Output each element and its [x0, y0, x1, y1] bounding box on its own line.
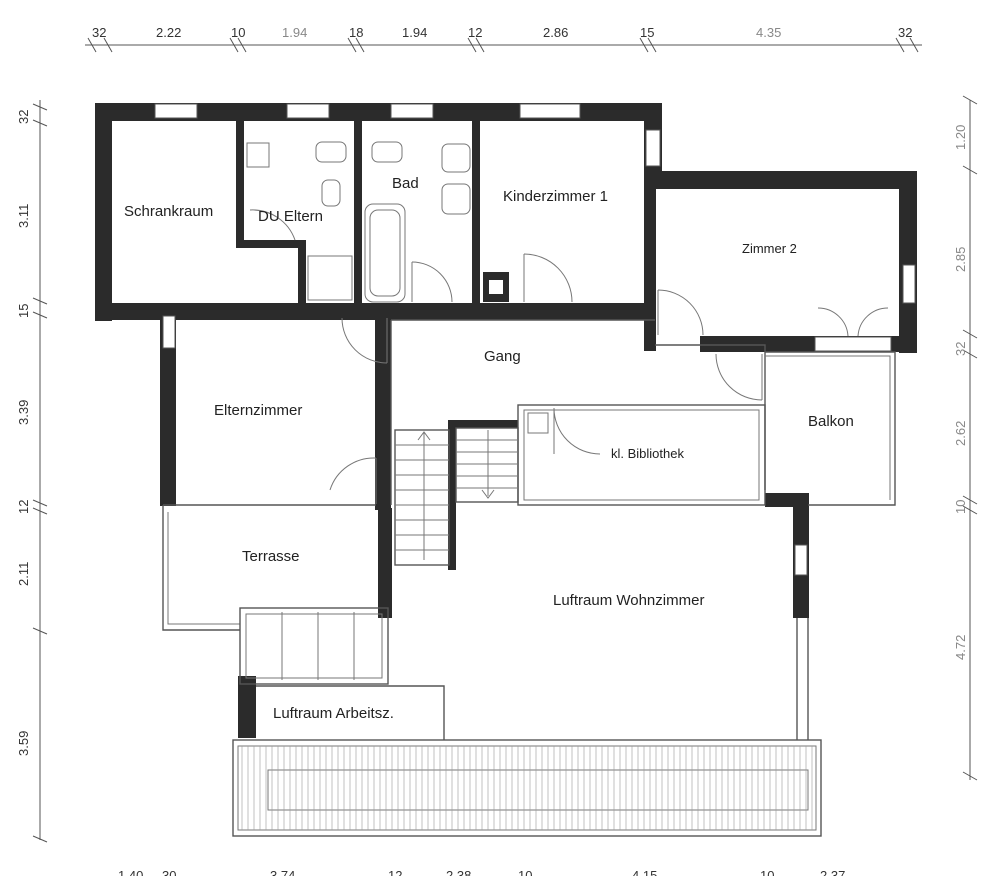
dim-bottom-8: 10	[760, 868, 774, 876]
room-du-eltern-label: DU Eltern	[258, 208, 323, 225]
doors	[249, 209, 889, 504]
bottom-balcony	[232, 739, 822, 837]
dim-bottom-5: 2.38	[446, 868, 471, 876]
dim-bottom-2: 30	[162, 868, 176, 876]
room-terrasse-label: Terrasse	[242, 548, 300, 565]
dim-right-5: 10	[953, 500, 968, 514]
dimensions-right: 1.20 2.85 32 2.62 10 4.72	[953, 125, 968, 660]
dimensions-bottom: 1.40 30 3.74 12 2.38 10 4.15 10 2.37	[118, 868, 845, 876]
dimensions-left: 32 3.11 15 3.39 12 2.11 3.59	[16, 110, 31, 756]
dim-right-6: 4.72	[953, 635, 968, 660]
dim-bottom-9: 2.37	[820, 868, 845, 876]
room-bibliothek-label: kl. Bibliothek	[611, 446, 684, 461]
dim-top-2: 2.22	[156, 25, 181, 40]
room-schrankraum-label: Schrankraum	[124, 203, 213, 220]
windows	[154, 103, 916, 576]
dim-bottom-7: 4.15	[632, 868, 657, 876]
room-kinderzimmer1-label: Kinderzimmer 1	[503, 188, 608, 205]
dim-top-1: 32	[92, 25, 106, 40]
dim-bottom-3: 3.74	[270, 868, 295, 876]
room-elternzimmer-label: Elternzimmer	[214, 402, 302, 419]
dim-left-2: 3.11	[16, 204, 31, 228]
dim-top-4: 1.94	[282, 25, 307, 40]
dim-left-4: 3.39	[16, 400, 31, 425]
dim-left-6: 2.11	[16, 562, 31, 586]
room-zimmer2-label: Zimmer 2	[742, 241, 797, 256]
dim-top-9: 15	[640, 25, 654, 40]
dim-bottom-1: 1.40	[118, 868, 143, 876]
dimensions-top: 32 2.22 10 1.94 18 1.94 12 2.86 15 4.35 …	[92, 25, 912, 40]
dim-right-4: 2.62	[953, 421, 968, 446]
dim-left-7: 3.59	[16, 731, 31, 756]
dimension-lines	[32, 37, 978, 843]
railing-ticks	[241, 746, 813, 830]
dim-top-6: 1.94	[402, 25, 427, 40]
dim-bottom-6: 10	[518, 868, 532, 876]
dim-right-3: 32	[953, 342, 968, 356]
dim-top-5: 18	[349, 25, 363, 40]
dim-right-2: 2.85	[953, 247, 968, 272]
room-labels: Schrankraum DU Eltern Bad Kinderzimmer 1…	[124, 175, 854, 722]
dim-left-5: 12	[16, 500, 31, 514]
room-balkon-label: Balkon	[808, 413, 854, 430]
dim-top-7: 12	[468, 25, 482, 40]
interior-walls	[162, 120, 896, 740]
room-luftraum-wohnzimmer-label: Luftraum Wohnzimmer	[553, 592, 704, 609]
room-gang-label: Gang	[484, 348, 521, 365]
dim-right-1: 1.20	[953, 125, 968, 150]
staircase	[394, 427, 519, 566]
dim-left-1: 32	[16, 110, 31, 124]
dim-top-8: 2.86	[543, 25, 568, 40]
room-luftraum-arbeitsz-label: Luftraum Arbeitsz.	[273, 705, 394, 722]
dim-top-3: 10	[231, 25, 245, 40]
dim-bottom-4: 12	[388, 868, 402, 876]
fixtures	[246, 141, 549, 434]
dim-top-11: 32	[898, 25, 912, 40]
dim-left-3: 15	[16, 304, 31, 318]
room-bad-label: Bad	[392, 175, 419, 192]
dim-top-10: 4.35	[756, 25, 781, 40]
